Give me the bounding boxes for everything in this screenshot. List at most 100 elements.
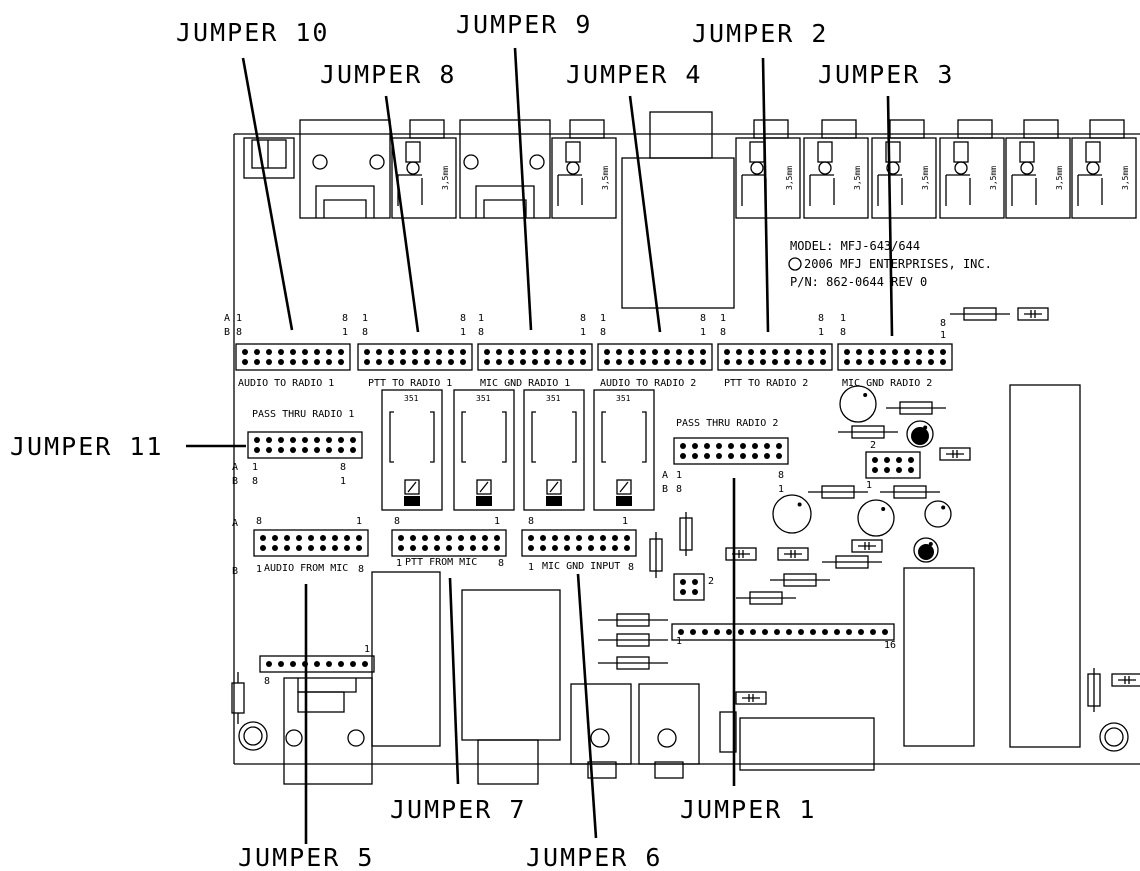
relay-label: 351	[546, 394, 561, 403]
pin	[344, 535, 350, 541]
pin	[880, 359, 886, 365]
pin	[904, 349, 910, 355]
svg-text:A: A	[224, 313, 230, 324]
pin	[822, 629, 828, 635]
pin	[338, 661, 344, 667]
pin	[774, 629, 780, 635]
pin	[820, 349, 826, 355]
svg-text:1: 1	[356, 516, 362, 527]
pin	[290, 661, 296, 667]
svg-text:1: 1	[676, 636, 682, 647]
label-audio-from-mic: AUDIO FROM MIC	[264, 563, 348, 574]
relay-4: 351	[593, 389, 655, 511]
pin	[266, 661, 272, 667]
svg-text:1: 1	[494, 516, 500, 527]
pin	[326, 349, 332, 355]
svg-text:8: 8	[840, 327, 846, 338]
resistor	[822, 555, 882, 569]
svg-text:8: 8	[342, 313, 348, 324]
pin	[786, 629, 792, 635]
pin	[740, 453, 746, 459]
svg-text:A: A	[232, 462, 238, 473]
pin	[362, 661, 368, 667]
svg-text:1: 1	[866, 480, 872, 491]
pin	[728, 443, 734, 449]
resistor	[679, 512, 693, 556]
top-left-connector	[243, 137, 295, 179]
capacitor	[735, 691, 767, 705]
pin	[736, 359, 742, 365]
electrolytic-capacitor-1	[839, 385, 877, 423]
pin	[302, 447, 308, 453]
pin	[776, 453, 782, 459]
pin	[532, 349, 538, 355]
svg-text:8: 8	[252, 476, 258, 487]
pin	[332, 535, 338, 541]
pin	[254, 447, 260, 453]
pin	[376, 359, 382, 365]
pin	[808, 349, 814, 355]
label-ptt-from-mic: PTT FROM MIC	[405, 557, 477, 568]
svg-text:8: 8	[498, 558, 504, 569]
pin	[798, 629, 804, 635]
pin	[702, 629, 708, 635]
pin	[752, 443, 758, 449]
pin	[508, 349, 514, 355]
label-pass-thru-radio-2: PASS THRU RADIO 2	[676, 418, 778, 429]
resistor	[838, 425, 898, 439]
pin	[528, 535, 534, 541]
svg-text:8: 8	[720, 327, 726, 338]
rj45-jack-1	[299, 119, 391, 219]
pin	[664, 359, 670, 365]
callout-jumper-3: JUMPER 3	[818, 60, 954, 89]
pin	[612, 545, 618, 551]
pin	[540, 535, 546, 541]
relay-label: 351	[476, 394, 491, 403]
resistor	[598, 613, 668, 627]
header-ptt-to-radio-1	[357, 343, 473, 371]
pin	[846, 629, 852, 635]
pin	[338, 359, 344, 365]
callout-jumper-10: JUMPER 10	[176, 18, 329, 47]
svg-text:1: 1	[340, 476, 346, 487]
resistor	[598, 633, 668, 647]
header-16pin	[671, 623, 895, 641]
pin	[714, 629, 720, 635]
pin	[314, 359, 320, 365]
pin	[494, 545, 500, 551]
pin	[388, 349, 394, 355]
svg-text:1: 1	[818, 327, 824, 338]
pin	[700, 359, 706, 365]
header-audio-to-radio-2	[597, 343, 713, 371]
svg-text:8: 8	[528, 516, 534, 527]
capacitor	[777, 547, 809, 561]
callout-jumper-8: JUMPER 8	[320, 60, 456, 89]
pin	[884, 457, 890, 463]
audio-jack-7: 3,5mm	[1005, 119, 1071, 219]
pin	[928, 359, 934, 365]
pin	[446, 545, 452, 551]
jack-size-label: 3,5mm	[1121, 166, 1130, 190]
pin	[844, 349, 850, 355]
pin	[332, 545, 338, 551]
pin	[290, 437, 296, 443]
pin	[724, 349, 730, 355]
svg-text:8: 8	[394, 516, 400, 527]
pin	[640, 349, 646, 355]
svg-text:8: 8	[340, 462, 346, 473]
pin	[314, 349, 320, 355]
capacitor	[725, 547, 757, 561]
pin	[412, 359, 418, 365]
pin	[680, 589, 686, 595]
pin	[266, 359, 272, 365]
pin	[738, 629, 744, 635]
pin	[724, 359, 730, 365]
pin	[482, 535, 488, 541]
pin	[580, 359, 586, 365]
pin	[692, 443, 698, 449]
pin	[344, 545, 350, 551]
pin	[564, 535, 570, 541]
svg-text:1: 1	[622, 516, 628, 527]
relay-label: 351	[616, 394, 631, 403]
